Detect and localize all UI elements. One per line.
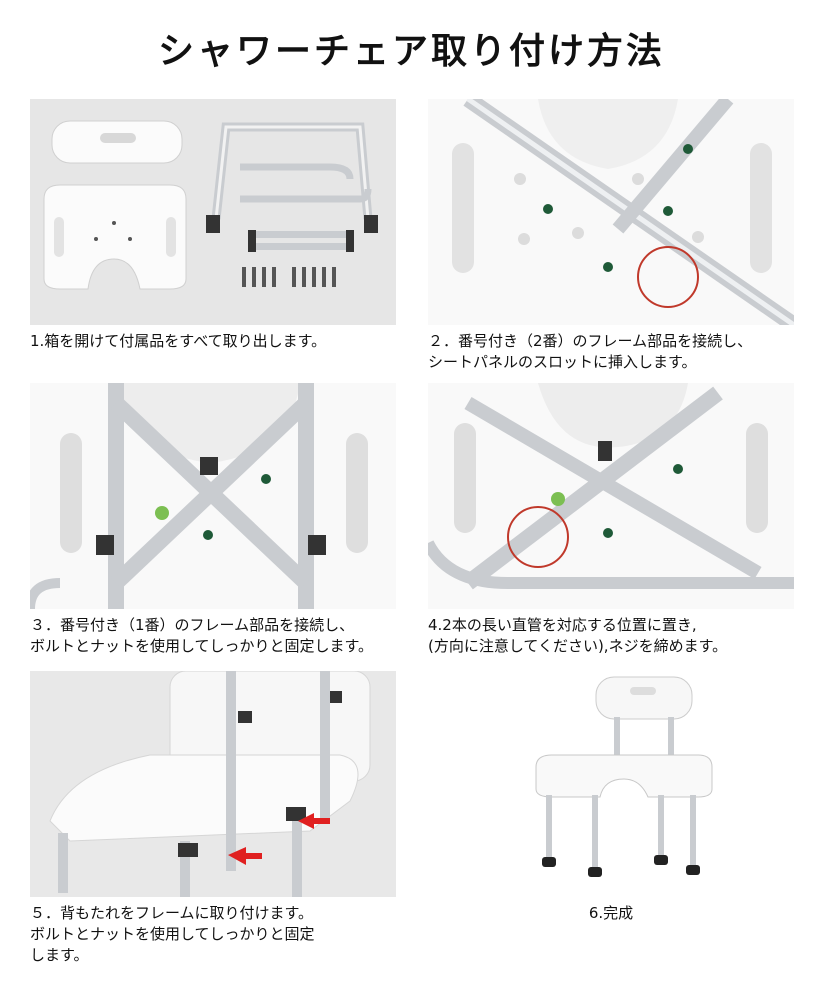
step-4-photo <box>428 383 794 609</box>
step-5-photo <box>30 671 396 897</box>
page-title: シャワーチェア取り付け方法 <box>157 31 665 72</box>
step-4-caption: 4.2本の長い直管を対応する位置に置き, (方向に注意してください),ネジを締め… <box>428 616 728 655</box>
step-2-photo <box>428 99 794 325</box>
step-3-photo <box>30 383 396 609</box>
step-1-caption: 1.箱を開けて付属品をすべて取り出します。 <box>30 332 327 350</box>
step-2-caption: ２．番号付き（2番）のフレーム部品を接続し、 シートパネルのスロットに挿入します… <box>428 332 753 371</box>
step-5-caption: ５．背もたれをフレームに取り付けます。 ボルトとナットを使用してしっかりと固定 … <box>30 904 315 964</box>
step-1-photo <box>30 99 396 325</box>
step-6-photo <box>428 671 794 897</box>
step-3-caption: ３．番号付き（1番）のフレーム部品を接続し、 ボルトとナットを使用してしっかりと… <box>30 616 374 655</box>
step-6-caption: 6.完成 <box>588 904 634 922</box>
